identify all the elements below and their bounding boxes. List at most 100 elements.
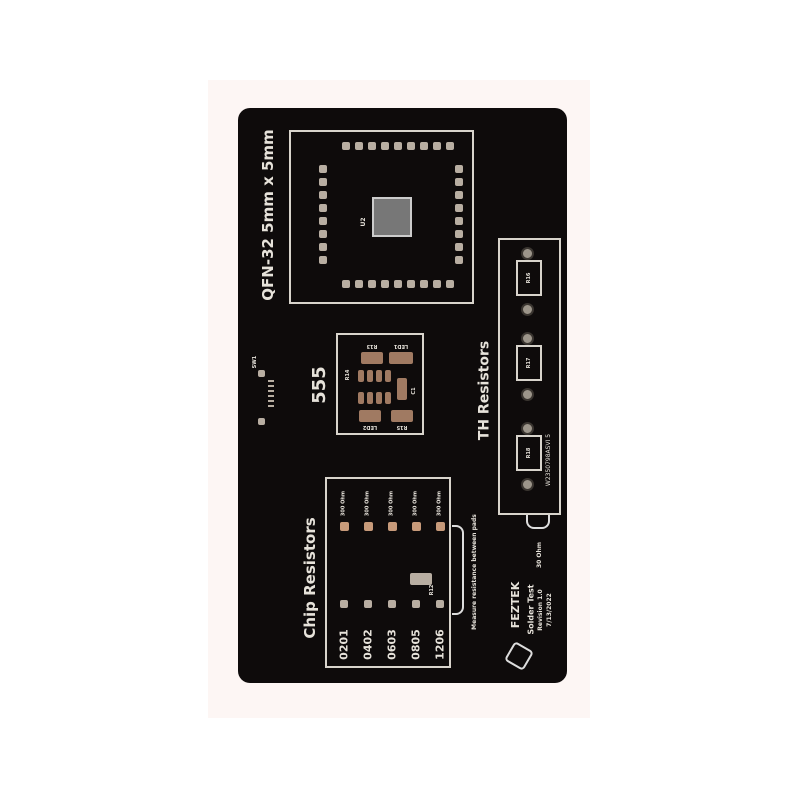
chip-value: 300 Ohm: [412, 490, 419, 517]
th-serial: W2350798ASVI 5: [545, 433, 552, 487]
555-title: 555: [309, 366, 330, 404]
qfn-pad: [319, 217, 327, 225]
555-pad: [367, 370, 373, 382]
555-pad: [358, 392, 364, 404]
th-hole: [521, 478, 534, 491]
th-bracket: [526, 515, 550, 529]
555-label-led2: LED2: [362, 424, 378, 430]
chip-pad-top: [364, 522, 373, 531]
measure-text: Measure resistance between pads: [471, 514, 478, 630]
qfn-pad: [455, 217, 463, 225]
footer-product: Solder Test: [526, 584, 536, 635]
measure-bracket: [452, 525, 464, 615]
th-resistor-outline: R17: [516, 345, 542, 381]
555-pad: [385, 370, 391, 382]
th-resistor-outline: R16: [516, 260, 542, 296]
th-title: TH Resistors: [476, 340, 493, 441]
qfn-pad: [319, 256, 327, 264]
chip-pad-bottom: [340, 600, 348, 608]
qfn-pad: [319, 243, 327, 251]
qfn-pad: [394, 280, 402, 288]
qfn-pad: [407, 142, 415, 150]
chip-pad-bottom: [412, 600, 420, 608]
555-r13: [361, 352, 383, 364]
switch-label: SW1: [252, 355, 258, 369]
qfn-pad: [455, 256, 463, 264]
qfn-pad: [368, 280, 376, 288]
555-led1: [389, 352, 413, 364]
555-pad: [376, 370, 382, 382]
555-c1: [397, 378, 407, 400]
th-hole: [521, 303, 534, 316]
th-ref: R17: [526, 357, 532, 369]
chip-pad-top: [412, 522, 421, 531]
555-pad: [385, 392, 391, 404]
switch-pad: [258, 418, 265, 425]
th-resistor-outline: R18: [516, 435, 542, 471]
th-outline: [498, 238, 561, 515]
chip-ref: R12: [429, 584, 435, 596]
chip-value: 300 Ohm: [388, 490, 395, 517]
qfn-pad: [342, 142, 350, 150]
qfn-pad: [319, 165, 327, 173]
qfn-pad: [381, 280, 389, 288]
chip-pad-bottom: [388, 600, 396, 608]
chip-pad-bottom: [436, 600, 444, 608]
qfn-pad: [433, 142, 441, 150]
qfn-pad: [420, 142, 428, 150]
555-led2: [359, 410, 381, 422]
chip-size-label: 0805: [409, 629, 423, 660]
qfn-pad: [420, 280, 428, 288]
qfn-pad: [381, 142, 389, 150]
chip-value: 300 Ohm: [436, 490, 443, 517]
th-hole: [521, 388, 534, 401]
qfn-pad: [319, 178, 327, 186]
footer-date: 7/13/2022: [546, 593, 553, 627]
qfn-pad: [455, 165, 463, 173]
qfn-pad: [455, 230, 463, 238]
qfn-ref: U2: [360, 217, 367, 227]
chip-outline: [325, 477, 451, 668]
555-outline: [336, 333, 424, 435]
qfn-pad: [433, 280, 441, 288]
qfn-pad: [342, 280, 350, 288]
qfn-pad: [319, 204, 327, 212]
th-hole: [521, 247, 534, 260]
qfn-pad: [455, 191, 463, 199]
qfn-pad: [394, 142, 402, 150]
qfn-pad: [407, 280, 415, 288]
555-pad: [367, 392, 373, 404]
qfn-pad: [319, 191, 327, 199]
chip-pad-top: [436, 522, 445, 531]
chip-size-label: 0603: [385, 629, 399, 660]
switch-pad: [258, 370, 265, 377]
555-r15: [391, 410, 413, 422]
qfn-pad: [455, 243, 463, 251]
555-pad: [358, 370, 364, 382]
qfn-pad: [355, 280, 363, 288]
th-hole: [521, 332, 534, 345]
555-label-r14: R14: [345, 369, 351, 381]
qfn-pad: [446, 142, 454, 150]
qfn-outline: [289, 130, 474, 304]
chip-value: 300 Ohm: [364, 490, 371, 517]
qfn-chip: [372, 197, 412, 237]
qfn-pad: [355, 142, 363, 150]
555-label-c1: C1: [411, 387, 417, 395]
th-ref: R18: [526, 447, 532, 459]
chip-1206-resistor: [410, 573, 432, 585]
qfn-pad: [446, 280, 454, 288]
th-hole: [521, 422, 534, 435]
chip-size-label: 0402: [361, 629, 375, 660]
qfn-pad: [319, 230, 327, 238]
chip-pad-bottom: [364, 600, 372, 608]
chip-pad-top: [388, 522, 397, 531]
switch-pins: [268, 380, 274, 410]
chip-pad-top: [340, 522, 349, 531]
qfn-pad: [455, 178, 463, 186]
555-label-led1: LED1: [393, 343, 409, 349]
555-label-r15: R15: [396, 424, 408, 430]
555-label-r13: R13: [366, 343, 378, 349]
th-ref: R16: [526, 272, 532, 284]
footer-brand: FEZTEK: [509, 581, 522, 629]
